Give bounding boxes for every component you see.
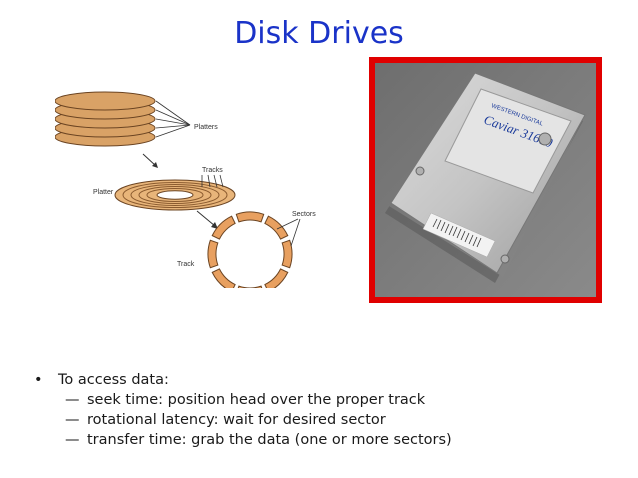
sector-segment <box>235 211 265 223</box>
sectors-pointers <box>276 218 301 247</box>
bullet-list: • To access data: — seek time: position … <box>34 372 452 448</box>
disk-diagram: Platters Tracks Platter Sectors Track <box>55 91 316 288</box>
track-ring <box>207 211 293 288</box>
slide-title: Disk Drives <box>0 16 638 51</box>
hard-drive-image: WESTERN DIGITAL Caviar 31600 <box>375 63 596 297</box>
track-label: Track <box>177 261 195 268</box>
sub-bullet-text: transfer time: grab the data (one or mor… <box>87 432 452 448</box>
sector-segment <box>281 239 293 269</box>
sub-bullet-1: — seek time: position head over the prop… <box>65 392 452 408</box>
arrow-to-platter-head <box>152 162 158 168</box>
sector-segment <box>207 239 219 269</box>
sector-segment <box>211 268 236 288</box>
barcode <box>432 218 482 248</box>
sub-bullet-2: — rotational latency: wait for desired s… <box>65 412 452 428</box>
hard-drive-photo-frame: WESTERN DIGITAL Caviar 31600 <box>369 57 602 303</box>
slide-title-text: Disk Drives <box>234 16 404 51</box>
tracks-pointers <box>201 174 224 188</box>
platters-pointers <box>155 100 191 138</box>
sector-segment <box>211 215 236 240</box>
platter-label: Platter <box>93 189 114 196</box>
bullet-main-text: To access data: <box>58 372 169 388</box>
arrow-to-track-head <box>211 222 218 229</box>
sectors-label: Sectors <box>292 211 316 218</box>
dash-icon: — <box>65 392 80 408</box>
dash-icon: — <box>65 412 80 428</box>
sector-segment <box>237 285 263 288</box>
sub-bullet-3: — transfer time: grab the data (one or m… <box>65 432 452 448</box>
bullet-dot-icon: • <box>34 372 43 388</box>
dash-icon: — <box>65 432 80 448</box>
single-platter <box>114 179 236 211</box>
sub-bullet-text: rotational latency: wait for desired sec… <box>87 412 386 428</box>
hard-drive-photo: WESTERN DIGITAL Caviar 31600 <box>375 63 596 297</box>
sector-segment <box>264 215 289 240</box>
platters-label: Platters <box>194 124 218 131</box>
sector-segment <box>264 268 289 288</box>
arrow-to-platter <box>142 153 157 167</box>
arrow-to-track <box>196 210 216 227</box>
bullet-main: • To access data: <box>34 372 452 388</box>
sub-bullet-text: seek time: position head over the proper… <box>87 392 426 408</box>
tracks-label: Tracks <box>202 167 223 174</box>
platter-stack <box>55 91 156 147</box>
